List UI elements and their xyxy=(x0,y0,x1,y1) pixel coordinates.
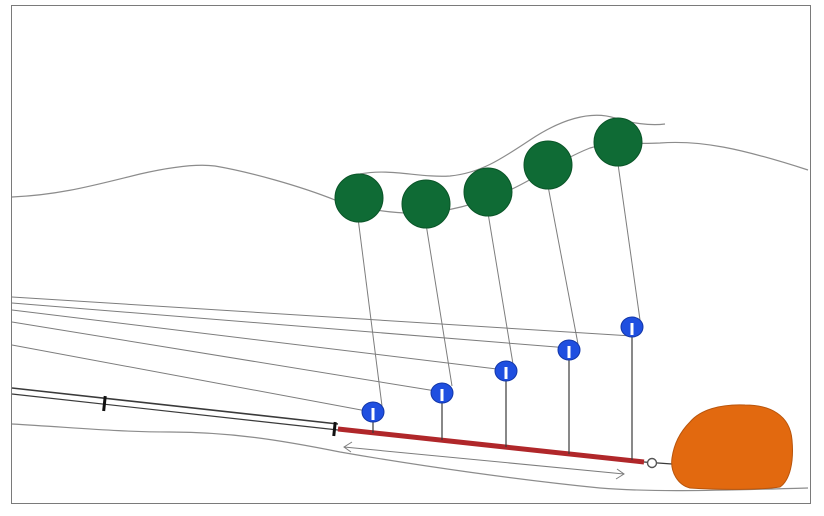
length-arrow-shaft xyxy=(343,446,625,475)
connector xyxy=(494,360,518,382)
guide-line xyxy=(11,296,633,337)
connector-stem xyxy=(504,367,508,379)
length-arrow-head-right xyxy=(615,468,625,480)
float xyxy=(593,117,643,167)
diagram-frame xyxy=(11,5,811,504)
guide-lines xyxy=(11,296,633,413)
guide-line xyxy=(11,344,373,413)
coupling-ring xyxy=(646,457,658,469)
float xyxy=(463,167,513,217)
connector xyxy=(620,316,644,338)
pipeline-section xyxy=(11,387,339,437)
riser-lines xyxy=(372,335,633,460)
tether-line xyxy=(425,223,453,387)
pipeline-joint-marker xyxy=(332,421,337,437)
tether-line xyxy=(617,163,641,321)
guide-line xyxy=(11,309,506,371)
pipeline-lower-line xyxy=(11,393,339,431)
floats xyxy=(334,117,643,229)
pipeline-upper-line xyxy=(11,387,339,425)
pipeline-joint-marker xyxy=(102,395,107,412)
red-pipe-segment xyxy=(337,426,645,465)
seabed-profile-line xyxy=(11,423,809,492)
guide-line xyxy=(11,302,570,349)
tether-line xyxy=(547,185,579,345)
tether-lines xyxy=(357,163,641,407)
length-arrow xyxy=(343,441,625,480)
float xyxy=(401,179,451,229)
connector-stem xyxy=(371,408,375,420)
float xyxy=(523,140,573,190)
connector xyxy=(361,401,385,423)
tether-line xyxy=(357,217,383,407)
connector xyxy=(557,339,581,361)
connector-stem xyxy=(567,346,571,358)
connectors xyxy=(361,316,644,423)
connector xyxy=(430,382,454,404)
length-arrow-head-left xyxy=(343,441,353,453)
connector-stem xyxy=(630,323,634,335)
end-coupling xyxy=(643,457,673,469)
tether-line xyxy=(487,212,514,365)
connector-stem xyxy=(440,389,444,401)
rock-anchor-shape xyxy=(671,404,793,490)
float xyxy=(334,173,384,223)
guide-line xyxy=(11,321,443,393)
